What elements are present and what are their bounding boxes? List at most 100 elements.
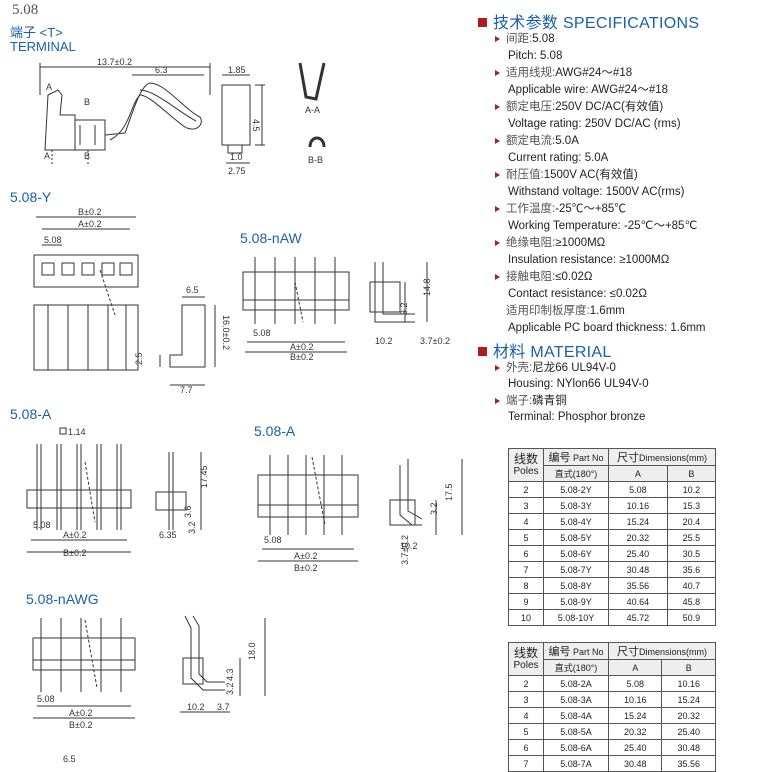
material-item-en: Housing: NYlon66 UL94V-0 [508,378,649,390]
col-dimensions: 尺寸Dimensions(mm) [608,448,716,466]
terminal-title-en: TERMINAL [10,39,76,54]
table-cell: 5.08-10Y [543,609,609,626]
ar-dim-pitch: 5.08 [264,535,282,545]
spec-item-en: Contact resistance: ≤0.02Ω [508,288,647,300]
spec-item-en: Pitch: 5.08 [508,50,563,62]
terminal-dim-1: 6.3 [155,65,168,75]
col-part: 编号 Part No [543,642,609,660]
naw-dim-a: A±0.2 [290,342,313,352]
a-dim-depth: 6.35 [159,530,177,540]
section-title-a-right: 5.08-A [254,423,296,439]
housing-y-drawing: B±0.2 A±0.2 5.08 6.5 16.0±0.2 2.5 7.7 [33,207,231,395]
triangle-bullet-icon [495,137,500,144]
terminal-marker-3: B [84,151,90,161]
header-a-drawing: 1.14 17.45 3.6 3.2 5.08 A±0.2 B±0.2 6.35 [26,427,209,558]
nawg-dim-pitch: 5.08 [37,694,55,704]
table-cell: 15.3 [666,497,717,514]
table-cell: 40.64 [608,593,668,610]
section-title-y: 5.08-Y [10,189,52,205]
table-cell: 6 [508,739,544,756]
y-dim-a: A±0.2 [78,219,101,229]
ar-dim-depth: 10.2 [400,541,418,551]
table-cell: 30.48 [608,561,668,578]
triangle-bullet-icon [495,273,500,280]
y-dim-b: B±0.2 [78,207,101,217]
table-cell: 5.08-8Y [543,577,609,594]
series-code: 5.08 [12,2,39,18]
table-cell: 5 [508,723,544,740]
material-item-en: Terminal: Phosphor bronze [508,411,646,423]
table-cell: 15.24 [661,691,716,708]
section-label-aa: A-A [305,105,320,115]
terminal-dim-2: 1.85 [228,65,246,75]
spec-item-cn: 间距:5.08 [495,32,555,46]
spec-item-en: Voltage rating: 250V DC/AC (rms) [508,118,681,130]
col-dimensions: 尺寸Dimensions(mm) [608,642,716,660]
table-cell: 2 [508,675,544,692]
y-dim-step: 2.5 [134,352,144,365]
table-cell: 45.72 [608,609,668,626]
terminal-dim-4: 1.0 [230,152,243,162]
spec-item-en: Applicable PC board thickness: 1.6mm [508,322,706,334]
table-cell: 35.56 [608,577,668,594]
terminal-drawing: 13.7±0.2 6.3 1.85 4.5 1.0 2.75 A B A B A… [39,57,326,176]
a-dim-upper: 3.6 [183,505,193,518]
ar-dim-offset: 3.7±0.2 [400,535,410,565]
triangle-bullet-icon [495,69,500,76]
material-item-cn: 端子:磷青铜 [495,394,567,408]
terminal-dim-3: 4.5 [251,119,261,132]
spec-item-cn: 额定电压:250V DC/AC(有效值) [495,100,663,114]
specs-title-cn: 技术参数 [493,15,559,32]
section-title-nawg: 5.08-nAWG [26,591,99,607]
table-cell: 10.16 [607,691,663,708]
table-cell: 5.08-2Y [543,481,609,498]
table-cell: 10 [508,609,544,626]
table-cell: 30.48 [661,739,716,756]
spec-item-en: Applicable wire: AWG#24～#18 [508,84,669,96]
col-part: 编号 Part No [543,448,609,466]
triangle-bullet-icon [495,239,500,246]
terminal-marker-2: A [44,151,50,161]
table-cell: 5.08-4A [543,707,609,724]
y-dim-depth: 7.7 [180,385,193,395]
triangle-bullet-icon [495,364,500,371]
nawg-dim-offset: 3.7 [217,702,230,712]
table-cell: 5.08-3Y [543,497,609,514]
table-cell: 5.08-5Y [543,529,609,546]
spec-item-cn: 绝缘电阻:≥1000MΩ [495,236,605,250]
header-nawg-drawing: 18.0 4.3 3.2 5.08 A±0.2 B±0.2 10.2 3.7 6… [32,615,266,764]
a-dim-pitch: 5.08 [33,520,51,530]
terminal-dim-5: 2.75 [228,166,246,176]
table-cell: 5 [508,529,544,546]
naw-dim-b: B±0.2 [290,352,313,362]
table-cell: 2 [508,481,544,498]
triangle-bullet-icon [495,397,500,404]
section-title-naw: 5.08-nAW [240,230,302,246]
naw-dim-height: 14.8 [422,278,432,296]
material-title-en: MATERIAL [530,344,612,361]
table-cell: 5.08-6Y [543,545,609,562]
table-cell: 9 [508,593,544,610]
table-cell: 3 [508,691,544,708]
ar-dim-height: 17.5 [444,483,454,501]
table-cell: 25.40 [661,723,716,740]
table-cell: 10.2 [666,481,717,498]
table-cell: 20.4 [666,513,717,530]
table-cell: 5.08-6A [543,739,609,756]
table-cell: 25.40 [608,545,668,562]
a-dim-lower: 3.2 [187,521,197,534]
table-cell: 20.32 [608,529,668,546]
table-cell: 15.24 [608,513,668,530]
spec-item-cn: 接触电阻:≤0.02Ω [495,270,593,284]
a-dim-b: B±0.2 [63,548,86,558]
col-b: B [666,465,717,482]
col-a: A [608,465,668,482]
terminal-marker-0: A [46,82,52,92]
nawg-dim-a: A±0.2 [69,708,92,718]
table-cell: 30.48 [607,755,663,772]
table-cell: 6 [508,545,544,562]
